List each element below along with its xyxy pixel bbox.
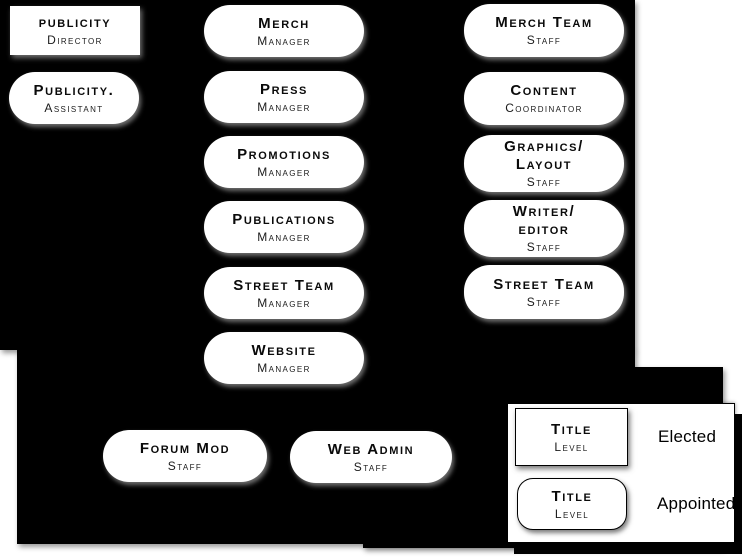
node-web-admin-staff: Web Admin Staff (290, 431, 452, 483)
legend-sample-level: Level (554, 439, 589, 454)
node-title-line2: editor (518, 221, 570, 238)
node-title: Merch Team (495, 14, 593, 31)
node-level: Staff (526, 294, 562, 309)
node-level: Manager (257, 229, 311, 244)
node-title: Promotions (237, 145, 331, 163)
legend-panel: Title Level Elected Title Level Appointe… (507, 403, 735, 543)
node-title: Publicity. (33, 81, 115, 99)
node-title: Press (260, 80, 308, 98)
legend-appointed-row: Title Level Appointed (515, 478, 736, 530)
node-title: Website (251, 341, 317, 359)
node-level: Staff (526, 240, 562, 254)
node-level: Staff (526, 33, 562, 47)
node-content-coordinator: Content Coordinator (464, 72, 624, 125)
node-level: Manager (257, 33, 311, 48)
node-title: publicity (38, 14, 112, 31)
node-title: Merch (258, 14, 310, 32)
node-level: Staff (167, 458, 203, 473)
node-website-manager: Website Manager (204, 332, 364, 384)
legend-elected-sample-box: Title Level (515, 408, 628, 466)
legend-sample-level: Level (554, 506, 590, 521)
node-publicity-assistant: Publicity. Assistant (9, 72, 139, 124)
legend-sample-title: Title (551, 420, 592, 438)
node-level: Director (47, 33, 103, 47)
node-merch-manager: Merch Manager (204, 5, 364, 57)
node-press-manager: Press Manager (204, 71, 364, 123)
node-street-team-manager: Street Team Manager (204, 267, 364, 319)
node-level: Manager (257, 360, 311, 375)
node-level: Staff (353, 459, 389, 474)
node-level: Assistant (44, 100, 104, 115)
node-level: Coordinator (505, 101, 583, 115)
node-title: Forum Mod (139, 439, 231, 457)
node-title: Writer/ (512, 203, 576, 220)
node-title: Content (510, 82, 578, 99)
legend-elected-label: Elected (658, 427, 717, 446)
legend-appointed-label: Appointed (657, 494, 736, 513)
node-level: Manager (257, 164, 311, 179)
legend-sample-title: Title (551, 487, 593, 505)
legend-appointed-sample-box: Title Level (517, 478, 627, 530)
node-promotions-manager: Promotions Manager (204, 136, 364, 188)
node-publications-manager: Publications Manager (204, 201, 364, 253)
node-title-line2: Layout (515, 156, 573, 173)
node-writer-editor-staff: Writer/ editor Staff (464, 200, 624, 257)
node-publicity-director: publicity Director (10, 6, 140, 55)
node-title: Graphics/ (504, 138, 584, 155)
node-title: Street Team (233, 276, 335, 294)
legend-elected-row: Title Level Elected (515, 408, 734, 466)
node-level: Manager (257, 99, 311, 114)
node-title: Publications (232, 210, 336, 228)
node-forum-mod-staff: Forum Mod Staff (103, 430, 267, 482)
node-graphics-layout-staff: Graphics/ Layout Staff (464, 135, 624, 192)
node-street-team-staff: Street Team Staff (464, 265, 624, 319)
node-title: Street Team (493, 275, 595, 293)
node-title: Web Admin (327, 440, 415, 458)
node-merch-team-staff: Merch Team Staff (464, 4, 624, 57)
node-level: Staff (526, 175, 562, 189)
node-level: Manager (257, 295, 311, 310)
